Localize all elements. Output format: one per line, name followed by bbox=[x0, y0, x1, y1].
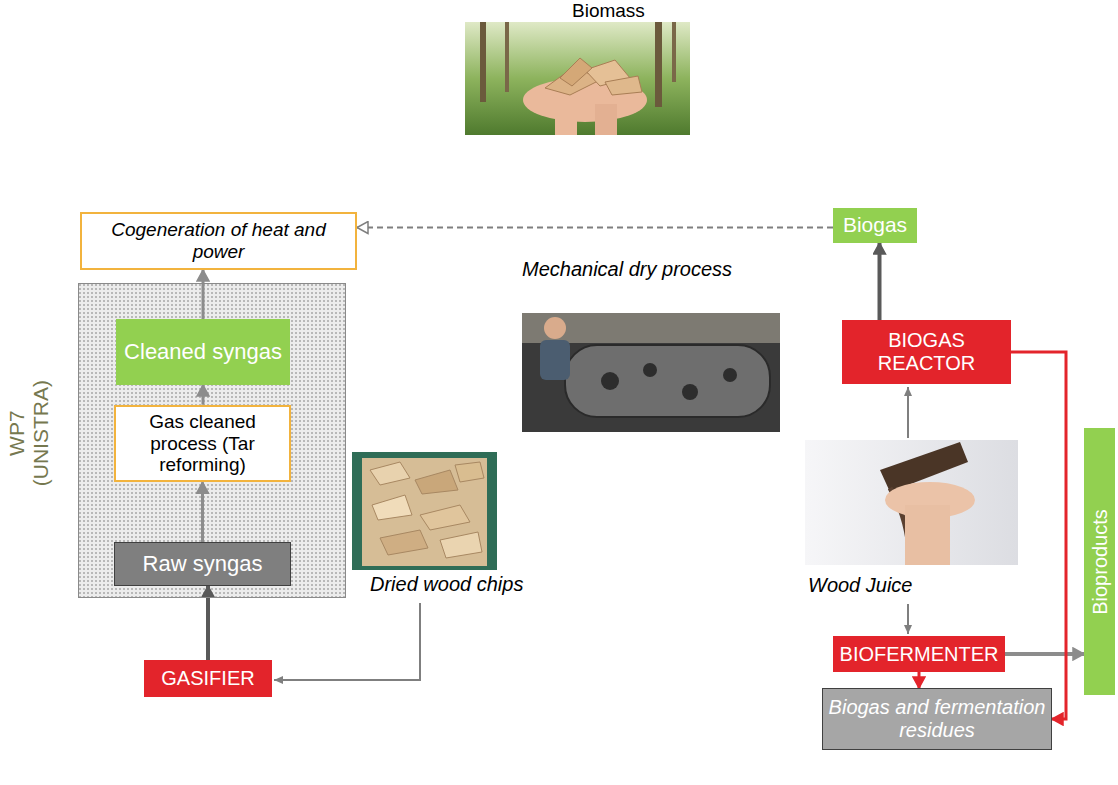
node-label: BIOGAS REACTOR bbox=[846, 329, 1007, 375]
node-label: BIOFERMENTER bbox=[840, 643, 999, 666]
region-title: WP7 (UNISTRA) bbox=[5, 368, 53, 498]
reactor-box: BIOFERMENTER bbox=[833, 636, 1005, 672]
product-box: Cleaned syngas bbox=[116, 319, 290, 385]
biomass-photo bbox=[465, 22, 690, 135]
wood-juice-photo bbox=[805, 440, 1018, 565]
node-label: Raw syngas bbox=[143, 551, 263, 576]
product-bar: Bioproducts bbox=[1084, 428, 1115, 695]
leader-arrow bbox=[274, 603, 420, 680]
photo-caption: Wood Juice bbox=[808, 574, 913, 597]
node-label: Bioproducts bbox=[1088, 509, 1111, 615]
flow-arrow bbox=[357, 227, 833, 229]
reactor-box: GASIFIER bbox=[144, 660, 272, 697]
photo-caption: Mechanical dry process bbox=[522, 258, 732, 281]
flow-arrow bbox=[202, 385, 205, 405]
reactor-box: BIOGAS REACTOR bbox=[842, 320, 1011, 384]
intermediate-box: Raw syngas bbox=[114, 542, 291, 586]
photo-title: Biomass bbox=[572, 0, 645, 22]
output-box: Cogeneration of heat and power bbox=[80, 212, 357, 270]
flow-arrow bbox=[1011, 352, 1066, 719]
work-package-region: WP7 (UNISTRA)Cleaned syngasGas cleaned p… bbox=[78, 283, 346, 598]
node-label: Biogas bbox=[843, 213, 907, 237]
leader-arrow bbox=[907, 604, 909, 634]
flow-arrow bbox=[201, 482, 204, 542]
residue-box: Biogas and fermentation residues bbox=[822, 688, 1052, 750]
flow-arrow bbox=[878, 243, 882, 320]
leader-arrow bbox=[907, 387, 909, 438]
flow-arrow bbox=[202, 270, 205, 319]
flow-arrow bbox=[918, 672, 921, 688]
product-box: Biogas bbox=[833, 208, 917, 243]
node-label: Cleaned syngas bbox=[124, 339, 282, 364]
node-label: Biogas and fermentation residues bbox=[827, 696, 1047, 742]
wood-chips-photo bbox=[352, 452, 497, 570]
node-label: GASIFIER bbox=[161, 667, 254, 690]
photo-caption: Dried wood chips bbox=[370, 573, 523, 596]
flow-arrow bbox=[1005, 652, 1084, 656]
node-label: Cogeneration of heat and power bbox=[86, 219, 351, 263]
machine-photo bbox=[522, 313, 780, 432]
node-label: Gas cleaned process (Tar reforming) bbox=[120, 411, 285, 477]
process-box: Gas cleaned process (Tar reforming) bbox=[114, 405, 291, 483]
